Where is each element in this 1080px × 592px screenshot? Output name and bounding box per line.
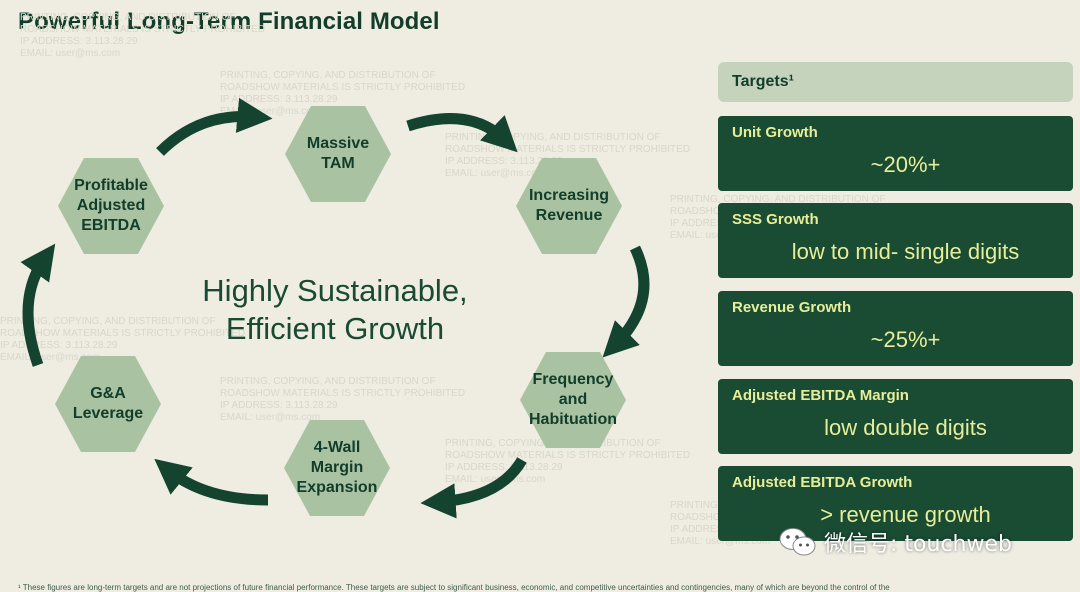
node-increasing-revenue: Increasing Revenue xyxy=(516,158,622,254)
node-label: Massive TAM xyxy=(306,135,370,172)
target-value: low to mid- single digits xyxy=(791,239,1020,264)
cycle-arrows xyxy=(20,97,650,519)
arrow-to-frequency xyxy=(602,245,650,358)
node-ga-leverage: G&A Leverage xyxy=(55,356,161,452)
arrow-to-profitable-ebitda xyxy=(20,243,56,367)
node-label: 4-Wall Margin Expansion xyxy=(296,439,378,496)
target-name: SSS Growth xyxy=(732,211,819,228)
arrow-to-4-wall xyxy=(420,457,527,519)
page-title: Powerful Long-Term Financial Model xyxy=(18,8,440,35)
arrow-to-ga-leverage xyxy=(154,458,269,506)
target-value: ~25%+ xyxy=(870,327,941,352)
node-label: Increasing Revenue xyxy=(528,187,610,224)
wechat-text: 微信号: touchweb xyxy=(824,532,1012,557)
target-name: Revenue Growth xyxy=(732,299,852,316)
footnote: ¹ These figures are long-term targets an… xyxy=(18,583,890,592)
node-frequency-habituation: Frequency and Habituation xyxy=(520,352,626,448)
target-sss-growth: SSS Growth low to mid- single digits xyxy=(718,203,1073,278)
node-4-wall-margin: 4-Wall Margin Expansion xyxy=(284,420,390,516)
node-massive-tam: Massive TAM xyxy=(285,106,391,202)
target-unit-growth: Unit Growth ~20%+ xyxy=(718,116,1073,191)
target-value: ~20%+ xyxy=(870,152,941,177)
target-name: Unit Growth xyxy=(732,124,818,141)
targets-header-label: Targets¹ xyxy=(732,73,794,90)
target-value: > revenue growth xyxy=(820,502,991,527)
arrow-to-increasing-revenue xyxy=(406,113,518,153)
watermark: PRINTING, COPYING, AND DISTRIBUTION OF R… xyxy=(220,376,466,423)
target-revenue-growth: Revenue Growth ~25%+ xyxy=(718,291,1073,366)
cycle-center-text: Highly Sustainable, Efficient Growth xyxy=(202,273,468,346)
targets-header: Targets¹ xyxy=(718,62,1073,102)
node-label: Profitable Adjusted EBITDA xyxy=(74,177,148,234)
watermark: PRINTING, COPYING, AND DISTRIBUTION OF R… xyxy=(20,12,266,59)
watermark: PRINTING, COPYING, AND DISTRIBUTION OF R… xyxy=(445,132,691,179)
arrow-to-massive-tam xyxy=(156,97,273,156)
target-adjusted-ebitda-margin: Adjusted EBITDA Margin low double digits xyxy=(718,379,1073,454)
wechat-watermark: 微信号: touchweb xyxy=(778,526,1012,558)
target-name: Adjusted EBITDA Margin xyxy=(732,387,909,404)
node-profitable-ebitda: Profitable Adjusted EBITDA xyxy=(58,158,164,254)
node-label: G&A Leverage xyxy=(72,385,144,422)
target-value: low double digits xyxy=(824,415,987,440)
target-adjusted-ebitda-growth: Adjusted EBITDA Growth > revenue growth xyxy=(718,466,1073,541)
target-name: Adjusted EBITDA Growth xyxy=(732,474,913,491)
wechat-icon xyxy=(779,528,816,556)
node-label: Frequency and Habituation xyxy=(529,371,617,428)
